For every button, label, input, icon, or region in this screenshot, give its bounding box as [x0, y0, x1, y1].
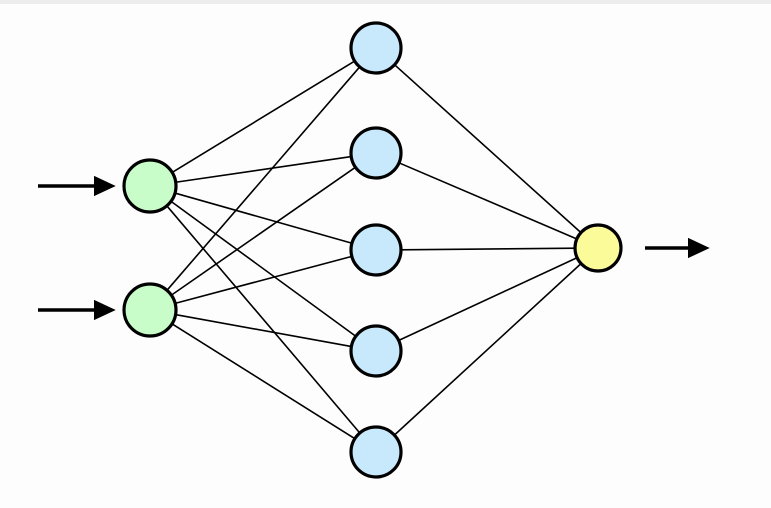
hidden-node-2[interactable] — [349, 126, 403, 180]
hidden-node-1[interactable] — [349, 21, 403, 75]
edge-input-2-to-hidden-2 — [169, 165, 358, 297]
hidden-node-5[interactable] — [349, 425, 403, 479]
edge-input-2-to-hidden-5 — [170, 322, 357, 441]
edge-input-1-to-hidden-2 — [173, 155, 354, 184]
output-node-1[interactable] — [573, 223, 623, 273]
edge-hidden-3-to-output-1 — [399, 247, 577, 251]
edge-input-1-to-hidden-3 — [173, 192, 354, 245]
edges-group — [165, 59, 583, 441]
edge-hidden-2-to-output-1 — [397, 161, 579, 241]
hidden-node-3[interactable] — [349, 223, 403, 277]
edge-input-1-to-hidden-4 — [169, 199, 358, 338]
input-node-1[interactable] — [122, 158, 178, 214]
input-node-2[interactable] — [122, 282, 178, 338]
top-edge-strip — [0, 0, 771, 4]
edge-input-1-to-hidden-1 — [170, 59, 357, 174]
edge-input-2-to-hidden-1 — [165, 65, 362, 292]
edge-hidden-4-to-output-1 — [396, 256, 579, 342]
edge-input-1-to-hidden-5 — [165, 204, 362, 435]
nodes-group — [122, 21, 623, 479]
edge-hidden-1-to-output-1 — [393, 63, 583, 235]
edge-input-2-to-hidden-4 — [173, 313, 354, 348]
hidden-node-4[interactable] — [349, 324, 403, 378]
edge-input-2-to-hidden-3 — [173, 255, 354, 305]
edge-hidden-5-to-output-1 — [392, 262, 583, 437]
arrows-group — [38, 175, 710, 321]
